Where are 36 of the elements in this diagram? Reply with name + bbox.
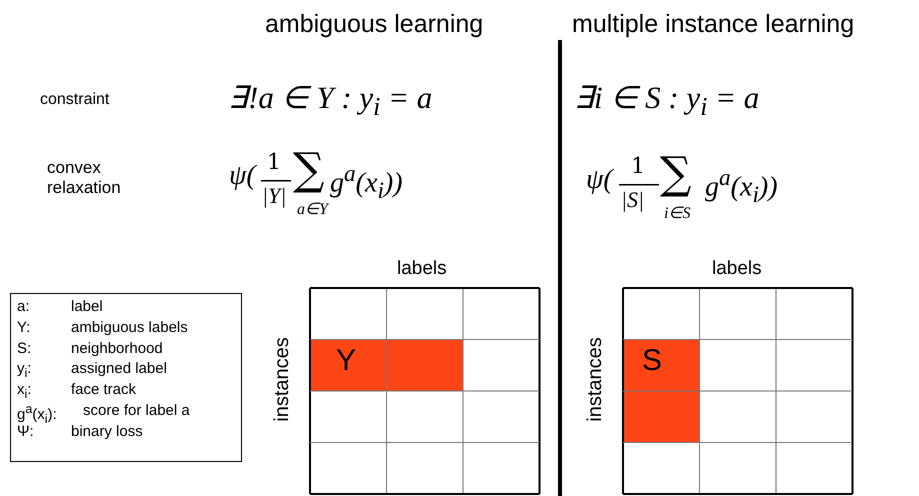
legend-text: neighborhood bbox=[71, 340, 163, 357]
formula-part: ∑ bbox=[660, 149, 692, 200]
formula-part: 1 bbox=[267, 150, 281, 176]
formula: ∃i ∈ S : y$_{i}$ = a bbox=[574, 80, 760, 122]
legend-text: face track bbox=[71, 381, 136, 398]
formula-part: 1 bbox=[631, 154, 645, 180]
formula-part: |S| bbox=[621, 187, 644, 212]
axis-label: labels bbox=[712, 258, 762, 280]
cell-text: Y bbox=[336, 344, 356, 378]
axis-label: instances bbox=[584, 337, 607, 422]
formula: ∃!a ∈ Y : y$_{i}$ = a bbox=[228, 80, 432, 122]
legend-text: ambiguous labels bbox=[71, 318, 188, 336]
formula-part: a∈Y bbox=[297, 201, 328, 220]
formula-part: i∈S bbox=[664, 205, 690, 224]
legend-key: x$_{i}$: bbox=[17, 381, 32, 402]
row-label: convex relaxation bbox=[47, 158, 122, 198]
axis-label: labels bbox=[397, 258, 447, 280]
formula-part: ∑ bbox=[293, 145, 324, 196]
axis-label: instances bbox=[270, 337, 294, 422]
formula-part: g$^{a}$(x$_{i}$)) bbox=[330, 161, 403, 205]
legend-text: assigned label bbox=[71, 360, 167, 378]
column-heading: ambiguous learning bbox=[265, 10, 484, 39]
formula-part: ψ( bbox=[229, 160, 256, 192]
legend-text: label bbox=[71, 298, 103, 316]
legend-text: score for label a bbox=[83, 402, 190, 420]
column-heading: multiple instance learning bbox=[572, 10, 854, 39]
legend-key: y$_{i}$: bbox=[17, 360, 32, 381]
legend-key: S: bbox=[17, 340, 32, 357]
legend-text: binary loss bbox=[71, 422, 143, 440]
formula-part: g$^{a}$(x$_{i}$)) bbox=[705, 165, 778, 209]
legend-key: Y: bbox=[17, 318, 30, 336]
row-label: constraint bbox=[40, 91, 110, 110]
formula-part: ψ( bbox=[586, 164, 613, 196]
cell-text: S bbox=[642, 344, 662, 378]
legend-key: a: bbox=[17, 298, 30, 316]
formula-part: |Y| bbox=[262, 183, 286, 208]
